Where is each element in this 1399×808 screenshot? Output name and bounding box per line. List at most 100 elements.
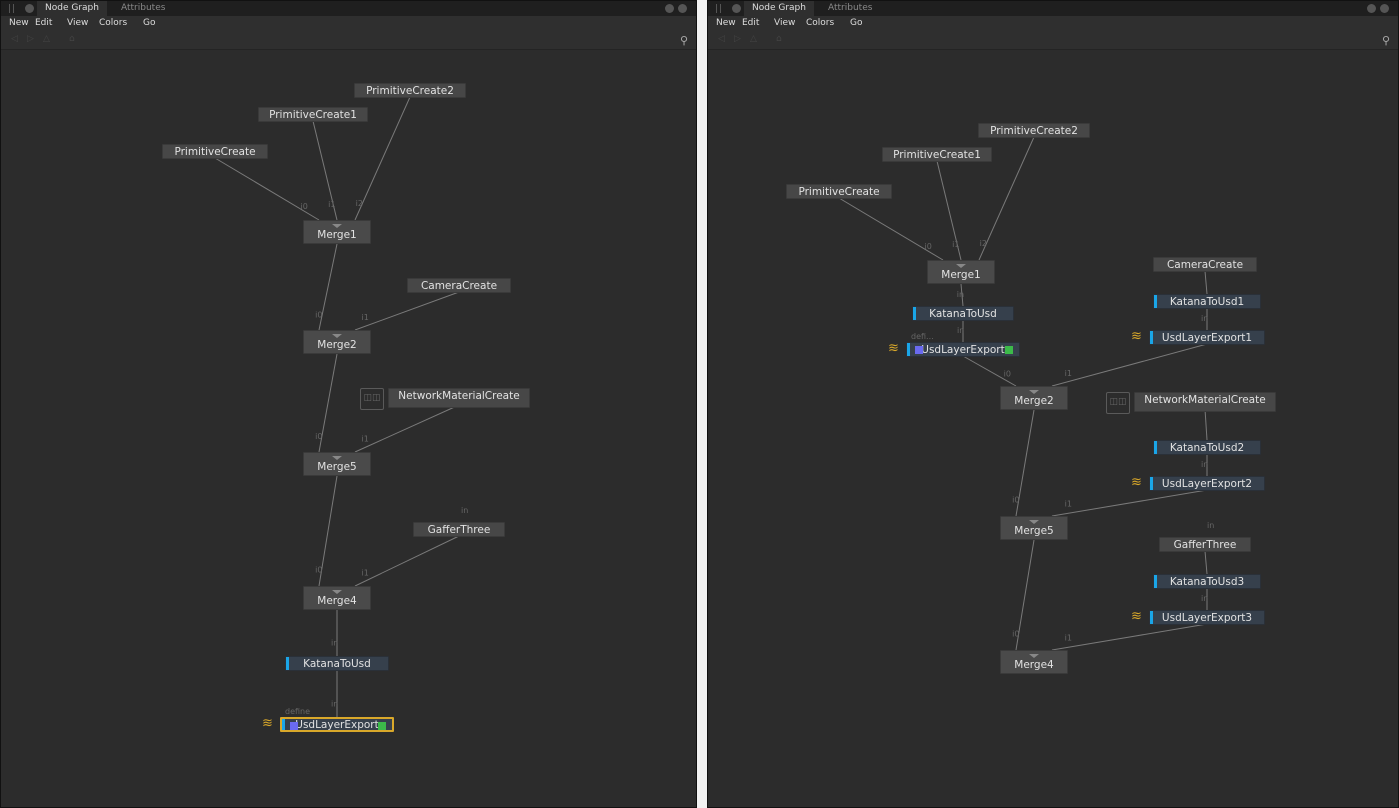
node-usdlayerexport1[interactable]: UsdLayerExport1 xyxy=(1149,329,1265,345)
connection-m5-m4[interactable] xyxy=(318,475,338,587)
close-panel-icon[interactable] xyxy=(1380,4,1389,13)
menu-new[interactable]: New xyxy=(716,18,736,28)
node-label: Merge1 xyxy=(317,229,357,241)
connection-ule2-m5[interactable] xyxy=(1051,489,1208,517)
connection-pc1-m1[interactable] xyxy=(312,120,338,221)
port-label: i0 xyxy=(925,242,932,251)
menu-edit[interactable]: Edit xyxy=(35,18,53,28)
port-label: in xyxy=(331,639,338,648)
menu-edit[interactable]: Edit xyxy=(742,18,760,28)
menu-go[interactable]: Go xyxy=(143,18,156,28)
node-primitivecreate[interactable]: PrimitiveCreate xyxy=(162,143,268,159)
tab-attributes[interactable]: Attributes xyxy=(828,3,873,13)
connection-pc2-m1[interactable] xyxy=(354,96,411,221)
panel-grip-handle[interactable] xyxy=(9,4,14,13)
search-icon[interactable]: ⚲ xyxy=(1381,34,1390,47)
home-icon[interactable]: ⌂ xyxy=(69,34,75,44)
node-usdlayerexport3[interactable]: UsdLayerExport3 xyxy=(1149,609,1265,625)
connection-cam-ktu1[interactable] xyxy=(1204,270,1208,295)
node-katanatousd3[interactable]: KatanaToUsd3 xyxy=(1153,573,1261,589)
connection-m1-ktu[interactable] xyxy=(960,283,964,307)
connection-nmc-m5[interactable] xyxy=(354,404,460,453)
node-primitivecreate1[interactable]: PrimitiveCreate1 xyxy=(258,106,368,122)
forward-icon[interactable]: ▷ xyxy=(27,34,34,44)
port-label: i0 xyxy=(1004,370,1011,379)
node-merge4[interactable]: Merge4 xyxy=(1000,650,1068,674)
port-label: in xyxy=(957,290,964,299)
connection-gt-ktu3[interactable] xyxy=(1204,550,1208,575)
node-label: Merge4 xyxy=(317,595,357,607)
maximize-icon[interactable] xyxy=(1367,4,1376,13)
tab-node-graph[interactable]: Node Graph xyxy=(37,1,107,16)
node-merge2[interactable]: Merge2 xyxy=(1000,386,1068,410)
close-panel-icon[interactable] xyxy=(678,4,687,13)
node-label: PrimitiveCreate1 xyxy=(269,108,357,121)
menu-view[interactable]: View xyxy=(774,18,796,28)
connection-cam-m2[interactable] xyxy=(354,291,460,331)
tab-node-graph[interactable]: Node Graph xyxy=(744,1,814,16)
node-cameracreate[interactable]: CameraCreate xyxy=(407,277,511,293)
search-icon[interactable]: ⚲ xyxy=(679,34,688,47)
connection-nmc-ktu2[interactable] xyxy=(1204,408,1208,441)
node-merge2[interactable]: Merge2 xyxy=(303,330,371,354)
panel-close-icon[interactable] xyxy=(25,4,34,13)
port-label: in xyxy=(331,700,338,709)
node-usdlayerexport[interactable]: UsdLayerExport xyxy=(280,716,394,732)
node-networkmaterialcreate[interactable]: NetworkMaterialCreate xyxy=(388,388,530,408)
connection-gt-m4[interactable] xyxy=(354,535,460,587)
node-merge1[interactable]: Merge1 xyxy=(303,220,371,244)
connection-pc1-m1[interactable] xyxy=(936,160,962,261)
node-networkmaterialcreate[interactable]: NetworkMaterialCreate xyxy=(1134,392,1276,412)
connection-m1-m2[interactable] xyxy=(318,243,338,331)
node-gafferthree[interactable]: GafferThree xyxy=(1159,536,1251,552)
port-label: i1 xyxy=(1065,500,1072,509)
connection-ule3-m4[interactable] xyxy=(1051,623,1208,651)
panel-grip-handle[interactable] xyxy=(716,4,721,13)
port-label: i2 xyxy=(980,239,987,248)
connection-pc-m1[interactable] xyxy=(214,157,320,221)
node-label: CameraCreate xyxy=(420,279,498,292)
node-primitivecreate1[interactable]: PrimitiveCreate1 xyxy=(882,146,992,162)
node-label: NetworkMaterialCreate xyxy=(398,390,520,402)
up-icon[interactable]: △ xyxy=(750,34,757,44)
connection-m2-m5[interactable] xyxy=(318,353,338,453)
node-katanatousd1[interactable]: KatanaToUsd1 xyxy=(1153,293,1261,309)
menu-colors[interactable]: Colors xyxy=(806,18,835,28)
node-gafferthree[interactable]: GafferThree xyxy=(413,521,505,537)
port-label: i1 xyxy=(1065,369,1072,378)
connection-pc2-m1[interactable] xyxy=(978,136,1035,261)
node-katanatousd[interactable]: KatanaToUsd xyxy=(285,655,389,671)
node-merge4[interactable]: Merge4 xyxy=(303,586,371,610)
connection-ule1-m2[interactable] xyxy=(1051,343,1208,387)
back-icon[interactable]: ◁ xyxy=(718,34,725,44)
forward-icon[interactable]: ▷ xyxy=(734,34,741,44)
tab-attributes[interactable]: Attributes xyxy=(121,3,166,13)
up-icon[interactable]: △ xyxy=(43,34,50,44)
node-primitivecreate[interactable]: PrimitiveCreate xyxy=(786,183,892,199)
node-label: KatanaToUsd xyxy=(303,657,371,670)
node-merge1[interactable]: Merge1 xyxy=(927,260,995,284)
node-usdlayerexport[interactable]: UsdLayerExport xyxy=(906,341,1020,357)
connection-m5-m4[interactable] xyxy=(1015,539,1035,651)
menu-go[interactable]: Go xyxy=(850,18,863,28)
node-katanatousd2[interactable]: KatanaToUsd2 xyxy=(1153,439,1261,455)
node-usdlayerexport2[interactable]: UsdLayerExport2 xyxy=(1149,475,1265,491)
panel-close-icon[interactable] xyxy=(732,4,741,13)
node-primitivecreate2[interactable]: PrimitiveCreate2 xyxy=(978,122,1090,138)
connection-m2-m5[interactable] xyxy=(1015,409,1035,517)
node-merge5[interactable]: Merge5 xyxy=(1000,516,1068,540)
node-merge5[interactable]: Merge5 xyxy=(303,452,371,476)
node-primitivecreate2[interactable]: PrimitiveCreate2 xyxy=(354,82,466,98)
home-icon[interactable]: ⌂ xyxy=(776,34,782,44)
node-katanatousd[interactable]: KatanaToUsd xyxy=(912,305,1014,321)
menu-colors[interactable]: Colors xyxy=(99,18,128,28)
node-cameracreate[interactable]: CameraCreate xyxy=(1153,256,1257,272)
connection-pc-m1[interactable] xyxy=(838,197,944,261)
connection-ule-m2[interactable] xyxy=(962,355,1017,387)
node-label: KatanaToUsd xyxy=(929,307,997,320)
menu-new[interactable]: New xyxy=(9,18,29,28)
maximize-icon[interactable] xyxy=(665,4,674,13)
menu-view[interactable]: View xyxy=(67,18,89,28)
back-icon[interactable]: ◁ xyxy=(11,34,18,44)
